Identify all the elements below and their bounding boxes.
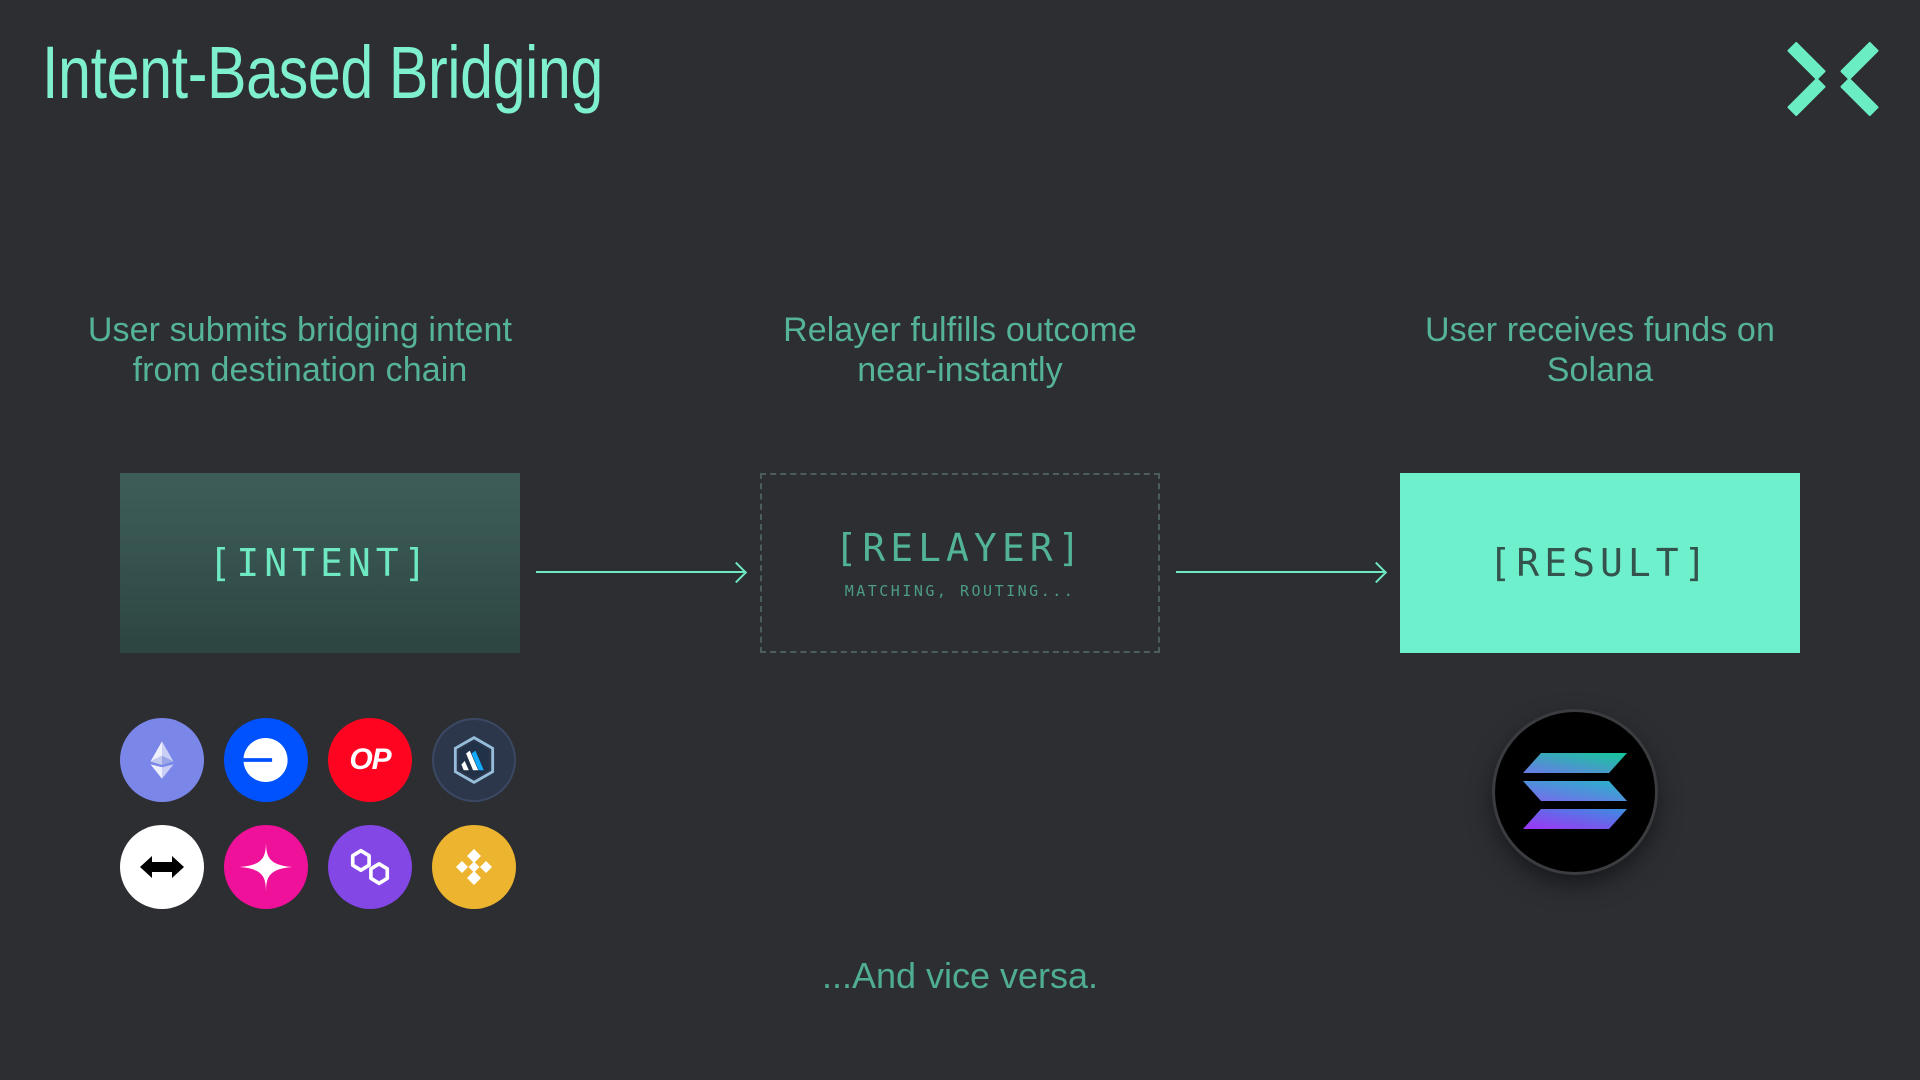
polygon-icon: [328, 825, 412, 909]
result-box: [RESULT]: [1400, 473, 1800, 653]
base-icon: [224, 718, 308, 802]
column-caption-result: User receives funds on Solana: [1340, 310, 1860, 390]
relayer-box-label: [RELAYER]: [834, 526, 1086, 570]
across-icon: [120, 825, 204, 909]
arrow-head-icon: [1365, 561, 1388, 584]
caption-line: Solana: [1546, 351, 1654, 390]
page-title: Intent-Based Bridging: [42, 31, 603, 114]
arbitrum-icon: [432, 718, 516, 802]
caption-line: from destination chain: [132, 351, 468, 390]
arrow-shaft: [1176, 571, 1384, 573]
arrow-intent-to-relayer: [536, 561, 748, 584]
intent-box-label: [INTENT]: [208, 541, 432, 585]
source-chain-grid: OP: [120, 718, 536, 932]
solana-icon: [1495, 712, 1655, 872]
arrow-head-icon: [725, 561, 748, 584]
column-caption-relayer: Relayer fulfills outcome near-instantly: [700, 310, 1220, 390]
result-box-label: [RESULT]: [1488, 541, 1712, 585]
caption-line: User receives funds on: [1425, 311, 1775, 349]
arrow-shaft: [536, 571, 744, 573]
caption-line: User submits bridging intent: [87, 311, 513, 349]
intent-box: [INTENT]: [120, 473, 520, 653]
linea-star-icon: [224, 825, 308, 909]
caption-line: near-instantly: [857, 351, 1063, 390]
optimism-label: OP: [349, 743, 391, 776]
arrow-relayer-to-result: [1176, 561, 1388, 584]
bnb-icon: [432, 825, 516, 909]
relayer-box-subtitle: MATCHING, ROUTING...: [844, 582, 1076, 600]
caption-line: Relayer fulfills outcome: [783, 311, 1137, 349]
footer-note: ...And vice versa.: [821, 955, 1099, 996]
relayer-box: [RELAYER] MATCHING, ROUTING...: [760, 473, 1160, 653]
optimism-icon: OP: [328, 718, 412, 802]
ethereum-icon: [120, 718, 204, 802]
column-caption-intent: User submits bridging intent from destin…: [40, 310, 560, 390]
